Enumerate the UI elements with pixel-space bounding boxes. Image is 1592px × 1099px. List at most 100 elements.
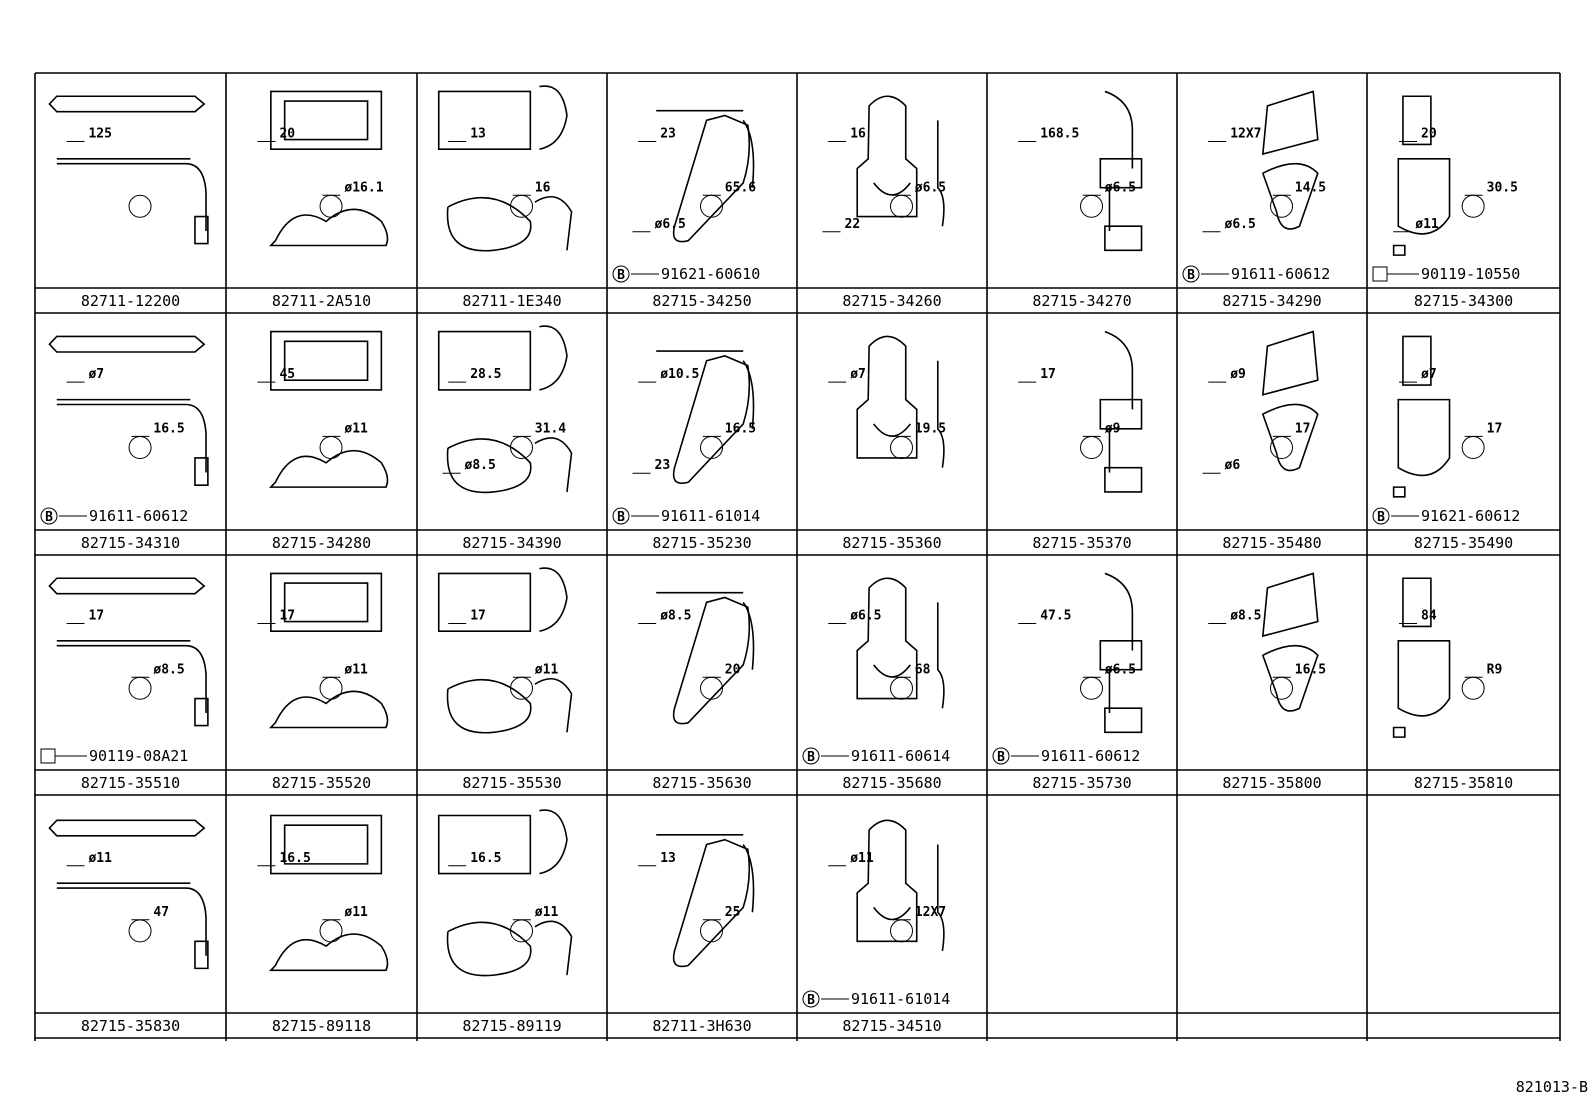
bracket-outline <box>285 583 368 622</box>
dimension-label: 45 <box>279 367 295 382</box>
bracket-outline <box>1398 400 1449 476</box>
dimension-label: 31.4 <box>535 421 566 436</box>
dimension-label: ø9 <box>1105 421 1121 436</box>
bracket-outline <box>938 361 944 468</box>
mounting-hole <box>129 437 151 459</box>
dimension-label: ø11 <box>850 851 874 866</box>
bracket-outline <box>857 578 917 698</box>
bracket-outline <box>743 361 753 429</box>
dimension-label: ø11 <box>88 851 112 866</box>
bracket-outline <box>439 573 531 631</box>
bracket-outline <box>1105 91 1132 168</box>
mounting-hole <box>1081 437 1103 459</box>
dimension-label: 17 <box>470 609 486 624</box>
part-illustration <box>857 820 944 951</box>
dimension-label: 13 <box>660 851 676 866</box>
bracket-outline <box>285 825 368 864</box>
bracket-outline <box>49 820 204 835</box>
dimension-label: 14.5 <box>1295 180 1326 195</box>
clip-symbol-letter: B <box>45 510 53 525</box>
bolt-icon <box>41 749 55 763</box>
part-illustration <box>49 96 207 243</box>
bracket-outline <box>195 941 208 968</box>
dimension-label: 16 <box>535 180 551 195</box>
bracket-outline <box>743 120 753 187</box>
part-number: 82715-34270 <box>1032 292 1131 310</box>
mounting-hole <box>1081 195 1103 217</box>
bracket-outline <box>271 91 382 149</box>
bracket-outline <box>1105 332 1132 410</box>
dimension-label: ø6.5 <box>915 180 946 195</box>
bracket-outline <box>57 404 206 472</box>
dimension-label: 68 <box>915 662 931 677</box>
dimension-label: ø11 <box>344 421 368 436</box>
part-number: 82715-35510 <box>81 774 180 792</box>
part-number: 82715-35830 <box>81 1017 180 1035</box>
dimension-label: ø8.5 <box>153 662 184 677</box>
part-illustration <box>439 326 572 492</box>
dimension-label: ø16.1 <box>344 180 383 195</box>
dimension-label: 20 <box>725 662 741 677</box>
dimension-label: ø6.5 <box>1225 217 1256 232</box>
bracket-outline <box>1105 226 1142 250</box>
fastener-part-number: 91611-60612 <box>1041 747 1140 765</box>
part-illustration <box>656 835 753 967</box>
bracket-outline <box>271 451 388 487</box>
dimension-label: 125 <box>88 127 111 142</box>
dimension-label: 12X7 <box>1230 127 1261 142</box>
bracket-outline <box>1105 573 1132 650</box>
clip-symbol-letter: B <box>997 750 1005 765</box>
bracket-outline <box>448 922 531 975</box>
bracket-outline <box>874 665 911 677</box>
bracket-outline <box>1398 641 1449 716</box>
dimension-label: 22 <box>845 217 861 232</box>
bracket-outline <box>439 91 531 149</box>
part-number: 82715-34390 <box>462 534 561 552</box>
bracket-outline <box>1394 487 1405 497</box>
mounting-hole <box>891 677 913 699</box>
dimension-label: ø10.5 <box>660 367 699 382</box>
dimension-label: ø6.5 <box>850 609 881 624</box>
dimension-label: ø6.5 <box>655 217 686 232</box>
mounting-hole <box>1462 437 1484 459</box>
part-cell: ø11 47 82715-35830 <box>49 820 207 1035</box>
part-number: 82715-34260 <box>842 292 941 310</box>
bracket-outline <box>439 332 531 390</box>
dimension-label: ø7 <box>850 367 866 382</box>
mounting-hole <box>129 677 151 699</box>
part-illustration <box>656 111 753 242</box>
fastener-part-number: 91611-60612 <box>89 507 188 525</box>
bracket-outline <box>195 458 208 485</box>
dimension-label: 17 <box>1040 367 1056 382</box>
clip-symbol-letter: B <box>807 993 815 1008</box>
part-number: 82715-35360 <box>842 534 941 552</box>
fastener-part-number: 91611-61014 <box>851 990 950 1008</box>
part-number: 82715-34300 <box>1414 292 1513 310</box>
part-illustration <box>1394 578 1450 737</box>
clip-symbol-icon <box>803 748 819 764</box>
bracket-outline <box>1394 727 1405 737</box>
part-number: 82715-35520 <box>272 774 371 792</box>
mounting-hole <box>701 677 723 699</box>
part-number: 82715-34250 <box>652 292 751 310</box>
dimension-label: 47 <box>153 905 169 920</box>
mounting-hole <box>129 920 151 942</box>
bracket-outline <box>1263 91 1318 154</box>
part-number: 82711-1E340 <box>462 292 561 310</box>
mounting-hole <box>1462 677 1484 699</box>
dimension-label: 168.5 <box>1040 127 1079 142</box>
bracket-outline <box>448 439 531 493</box>
part-illustration <box>49 820 207 968</box>
